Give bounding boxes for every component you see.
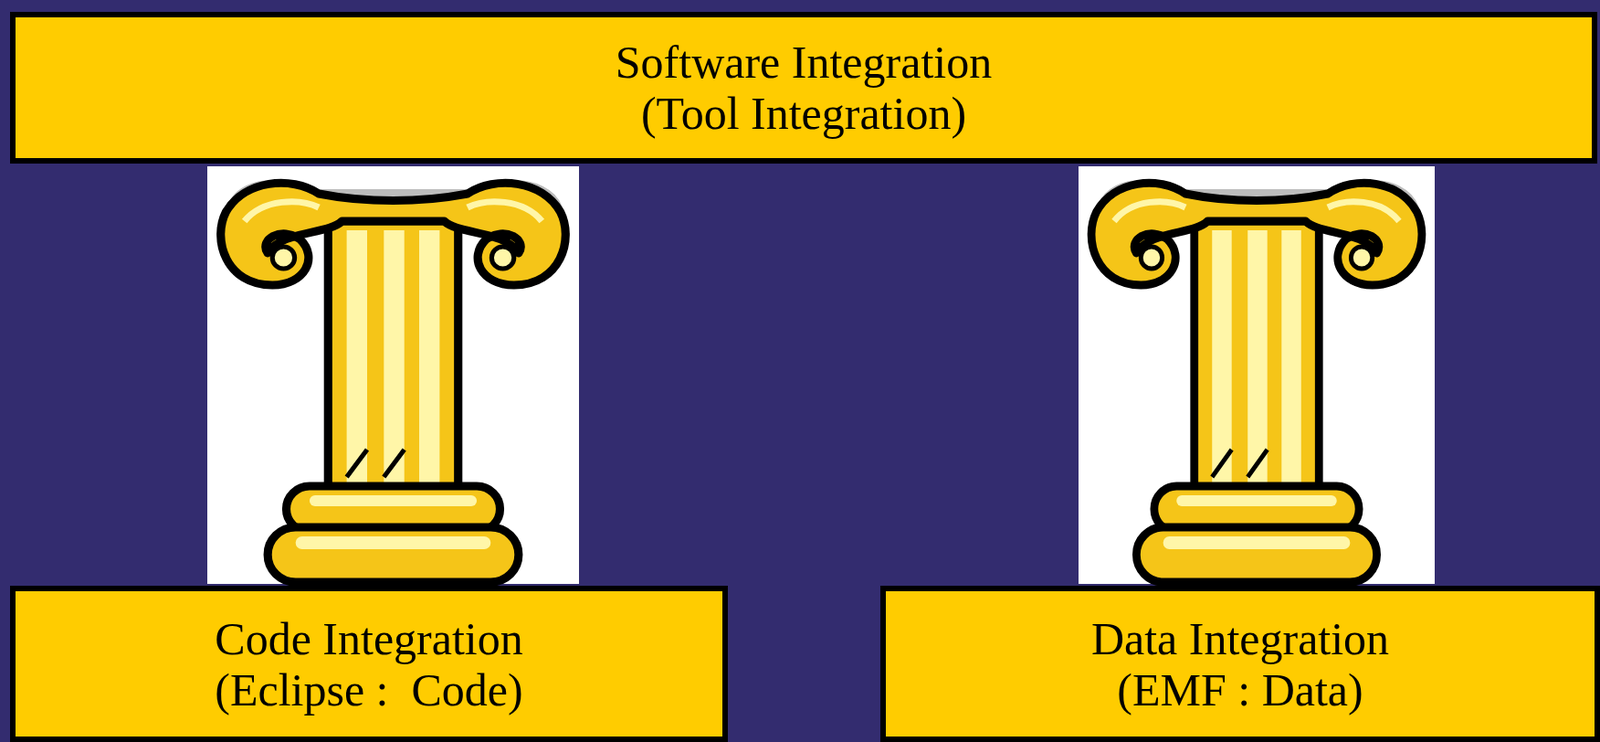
box-title: Software Integration (615, 36, 992, 88)
base-box: Data Integration(EMF : Data) (880, 585, 1600, 742)
base-box: Code Integration(Eclipse : Code) (10, 585, 728, 742)
top-band: Software Integration(Tool Integration) (10, 11, 1598, 164)
box-subtitle: (EMF : Data) (1116, 663, 1363, 716)
pillar-right (1078, 166, 1435, 584)
box-subtitle: (Eclipse : Code) (214, 663, 523, 716)
box-title: Code Integration (214, 612, 523, 664)
box-subtitle: (Tool Integration) (641, 87, 967, 139)
box-title: Data Integration (1091, 612, 1390, 664)
pillar-left (207, 166, 579, 584)
